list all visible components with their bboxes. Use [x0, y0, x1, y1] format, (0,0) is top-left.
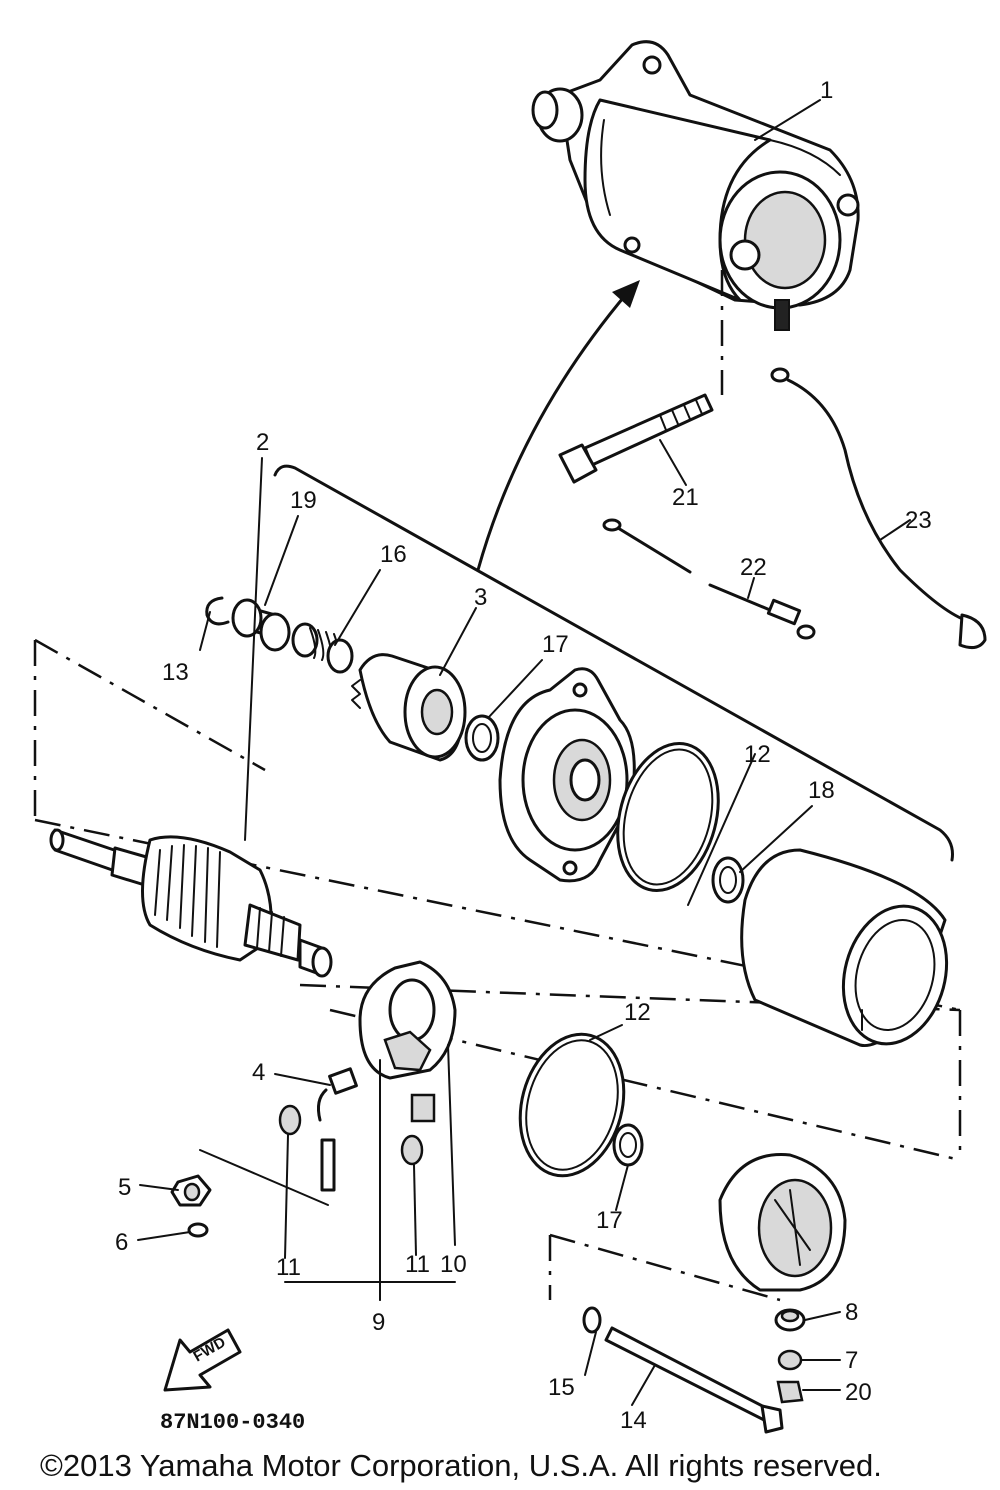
clutch-pinion	[351, 653, 467, 762]
callout-17-upper: 17	[542, 631, 569, 658]
callout-4: 4	[252, 1059, 265, 1086]
callout-17-lower: 17	[596, 1207, 623, 1234]
front-cover	[498, 667, 636, 883]
washer-lower	[612, 1123, 644, 1167]
callout-14: 14	[620, 1407, 647, 1434]
nut-20	[776, 1380, 804, 1404]
callout-6: 6	[115, 1229, 128, 1256]
callout-2: 2	[256, 429, 269, 456]
callout-19: 19	[290, 487, 317, 514]
callout-5: 5	[118, 1174, 131, 1201]
callout-23: 23	[905, 507, 932, 534]
wire-lead	[770, 367, 987, 650]
group-bracket-9	[284, 1281, 456, 1301]
callout-21: 21	[672, 484, 699, 511]
brush-spring-right	[400, 1134, 424, 1166]
callout-20: 20	[845, 1379, 872, 1406]
o-ring-upper	[616, 741, 720, 893]
callout-12-upper: 12	[744, 741, 771, 768]
assembly-arrow	[476, 290, 630, 572]
callout-1: 1	[820, 77, 833, 104]
nut-8	[774, 1308, 806, 1332]
leader-lines	[137, 99, 911, 1406]
o-ring-lower	[518, 1032, 626, 1178]
compression-spring	[291, 622, 354, 674]
callout-12-lower: 12	[624, 999, 651, 1026]
washer-18	[711, 856, 745, 904]
callout-10: 10	[440, 1251, 467, 1278]
brush-holder-plate	[358, 960, 457, 1123]
assembly-arrowhead	[612, 280, 640, 308]
callout-7: 7	[845, 1347, 858, 1374]
callout-13: 13	[162, 659, 189, 686]
kit-bracket	[273, 464, 954, 862]
nut-bracket	[199, 1149, 329, 1206]
callout-16: 16	[380, 541, 407, 568]
lead-wire-pin	[602, 518, 816, 640]
washer-7	[777, 1349, 803, 1371]
stopper-collar	[231, 598, 291, 652]
callout-3: 3	[474, 584, 487, 611]
long-bolt	[604, 1326, 784, 1434]
through-bolt	[558, 393, 714, 484]
drawing-code: 87N100-0340	[160, 1410, 305, 1435]
rear-cover	[718, 1153, 847, 1292]
circlip	[205, 596, 230, 626]
callout-22: 22	[740, 554, 767, 581]
callout-18: 18	[808, 777, 835, 804]
callout-9: 9	[372, 1309, 385, 1336]
assembly-axis-lower	[548, 1233, 781, 1302]
copyright-notice: ©2013 Yamaha Motor Corporation, U.S.A. A…	[40, 1448, 882, 1483]
callout-11-left: 11	[276, 1254, 301, 1281]
callout-15: 15	[548, 1374, 575, 1401]
callout-8: 8	[845, 1299, 858, 1326]
armature	[49, 828, 333, 978]
brush-spring-left	[278, 1104, 302, 1136]
washer-6	[187, 1222, 209, 1238]
yoke-housing	[740, 848, 949, 1048]
washer-upper	[464, 714, 500, 762]
starter-motor-assembly	[531, 40, 860, 331]
callout-labels: 1 2 3 4 5 6 7 8 9 10 11 11 12 12 13 14 1…	[115, 77, 932, 1434]
fwd-arrow-icon: FWD	[163, 1328, 242, 1392]
callout-11-right: 11	[405, 1251, 430, 1278]
washer-15	[582, 1306, 602, 1334]
nut-5	[170, 1174, 212, 1207]
brush-lead	[317, 1067, 358, 1192]
